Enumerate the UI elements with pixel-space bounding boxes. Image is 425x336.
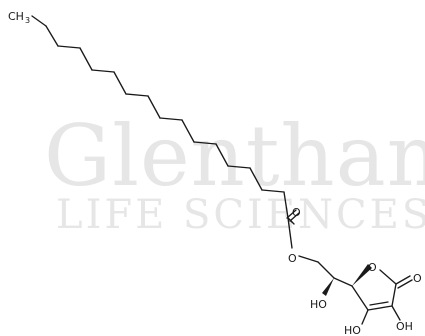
- carbonyl-oxygen-text: O: [292, 206, 301, 219]
- chain-bond-16: [283, 191, 289, 219]
- methyl-subscript-text: 3: [25, 16, 30, 25]
- fatty-acid-chain: [31, 15, 289, 219]
- c3-c4-bond: [351, 285, 369, 311]
- ring-o-c1-bond: [379, 269, 397, 285]
- enol-hydroxyl-right-text: OH: [396, 320, 413, 333]
- ester-group: O O: [286, 206, 335, 279]
- carbonyl-double-1: [286, 209, 297, 219]
- methyl-label: CH 3: [8, 10, 30, 25]
- lactone-oxygen-text: O: [413, 272, 422, 285]
- methyl-carbon-text: CH: [8, 10, 24, 23]
- ch2-ch-bond: [317, 261, 335, 279]
- chain-bond-9: [159, 117, 183, 121]
- lactone-double-1: [395, 275, 411, 285]
- chain-bond-4: [79, 47, 93, 71]
- chain-bond-14: [249, 167, 263, 191]
- chain-bond-12: [215, 143, 229, 167]
- chain-bond-15: [261, 189, 285, 193]
- c2-oh-bond: [391, 305, 401, 321]
- chain-bond-8: [147, 95, 161, 119]
- ene-bond-2: [369, 301, 389, 306]
- chain-bond-1: [31, 15, 47, 27]
- ester-oxygen-text: O: [288, 252, 297, 265]
- chain-bond-3: [57, 45, 81, 49]
- enol-hydroxyl-left-text: HO: [344, 324, 361, 336]
- c3-oh-bond: [361, 309, 369, 325]
- diol-stereocenter: HO: [310, 277, 353, 311]
- wedge-bond-ring: [352, 264, 372, 286]
- ester-o-ch2-bond: [298, 255, 319, 263]
- c1-c2-bond: [391, 283, 397, 307]
- watermark: Glentham LIFE SCIENCES: [44, 107, 425, 238]
- carbonyl-double-2: [289, 212, 300, 222]
- chain-bond-7: [125, 93, 149, 97]
- lactone-double-2: [397, 279, 413, 289]
- chain-bond-11: [193, 141, 217, 145]
- chain-bond-6: [113, 71, 127, 95]
- chain-bond-10: [181, 119, 195, 143]
- chain-bond-5: [91, 69, 115, 73]
- chain-bond-2: [45, 25, 59, 47]
- chain-bond-13: [227, 165, 251, 169]
- wedge-bond-oh: [322, 278, 334, 296]
- side-hydroxyl-text: HO: [310, 298, 327, 311]
- ring-oxygen-text: O: [368, 261, 377, 274]
- ene-bond-1: [367, 305, 393, 311]
- ester-c-o-bond: [287, 217, 293, 249]
- furanone-ring: O O HO OH: [344, 261, 422, 336]
- ch-ring-bond: [333, 277, 353, 287]
- watermark-line1: Glentham: [44, 107, 425, 205]
- watermark-line2: LIFE SCIENCES: [56, 192, 425, 238]
